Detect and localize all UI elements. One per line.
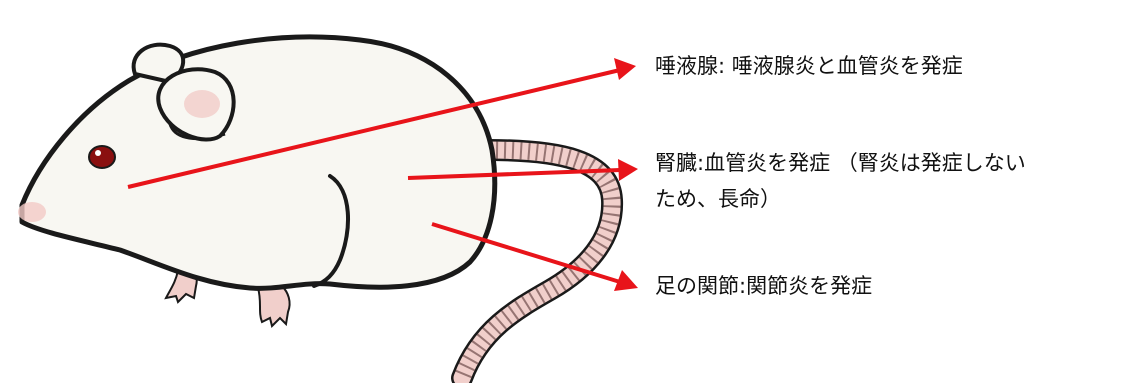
annotation-foot-joint: 足の関節:関節炎を発症 — [655, 268, 872, 304]
mouse-body — [18, 37, 495, 288]
annotation-salivary-gland: 唾液腺: 唾液腺炎と血管炎を発症 — [655, 48, 963, 84]
annotation-kidney-line-2: ため、長命） — [655, 181, 1026, 217]
annotation-kidney: 腎臓:血管炎を発症 （腎炎は発症しない ため、長命） — [655, 145, 1026, 217]
eye — [89, 146, 115, 168]
annotation-kidney-line-1: 腎臓:血管炎を発症 （腎炎は発症しない — [655, 145, 1026, 181]
